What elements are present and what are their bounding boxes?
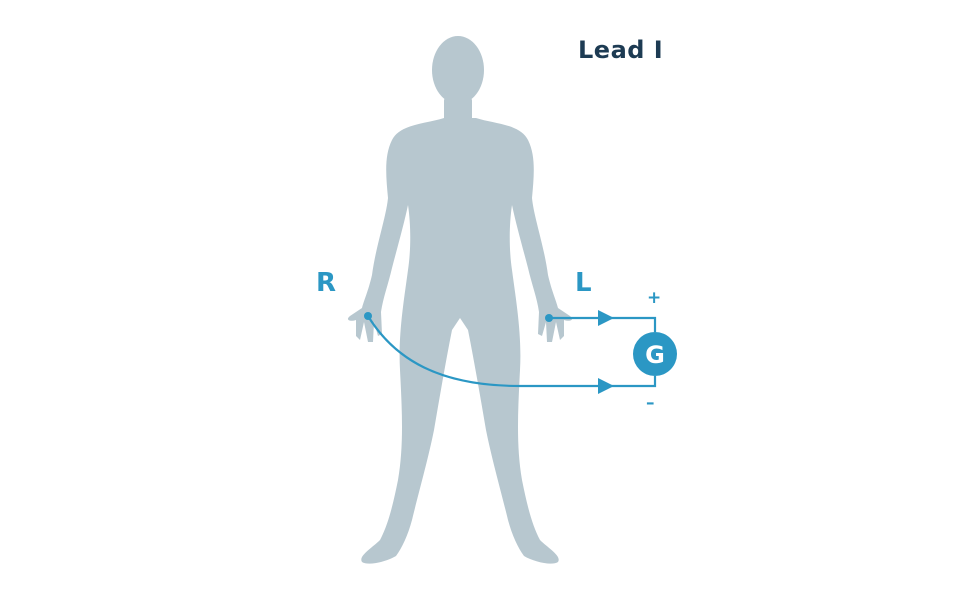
galvanometer-label: G xyxy=(645,341,665,369)
electrode-left xyxy=(545,314,553,322)
label-left: L xyxy=(575,268,592,298)
label-positive: + xyxy=(647,288,662,308)
head xyxy=(432,36,484,104)
galvanometer xyxy=(633,332,677,376)
arrow-lower xyxy=(598,378,614,394)
electrode-right xyxy=(364,312,372,320)
label-negative: – xyxy=(646,393,655,413)
human-silhouette xyxy=(347,36,573,564)
lead-title: Lead I xyxy=(578,36,664,64)
wire-left-hand xyxy=(549,316,657,332)
body-outline xyxy=(347,118,573,564)
neck xyxy=(444,95,472,125)
arrow-upper xyxy=(598,310,614,326)
circuit-wires xyxy=(367,315,657,388)
wire-right-hand xyxy=(367,315,657,388)
label-right: R xyxy=(316,268,337,298)
